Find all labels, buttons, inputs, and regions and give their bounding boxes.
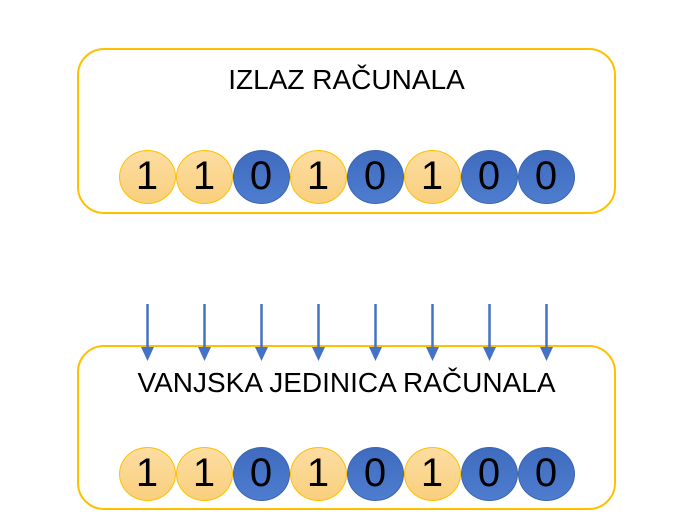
computer-output-title: IZLAZ RAČUNALA (228, 64, 465, 95)
bit-value: 0 (477, 154, 501, 198)
bit-value: 1 (135, 451, 159, 495)
external-unit-title: VANJSKA JEDINICA RAČUNALA (137, 367, 556, 398)
bit-circle: 1 (403, 150, 461, 204)
bit-circle: 1 (289, 447, 347, 501)
bit-circle: 1 (175, 447, 233, 501)
bit-circle: 0 (232, 447, 290, 501)
bit-value: 0 (534, 154, 558, 198)
bit-circle: 0 (460, 150, 518, 204)
bit-value: 1 (306, 451, 330, 495)
bit-circle: 0 (517, 150, 575, 204)
bit-value: 1 (420, 451, 444, 495)
bit-circle: 1 (403, 447, 461, 501)
bit-circle: 0 (232, 150, 290, 204)
bit-circle: 1 (175, 150, 233, 204)
bit-circle: 0 (346, 447, 404, 501)
bit-value: 1 (192, 154, 216, 198)
bit-value: 1 (306, 154, 330, 198)
bit-value: 1 (135, 154, 159, 198)
bit-value: 0 (249, 451, 273, 495)
bit-circle: 1 (118, 150, 176, 204)
bit-circle: 1 (289, 150, 347, 204)
bit-circle: 1 (118, 447, 176, 501)
bit-value: 1 (192, 451, 216, 495)
bit-value: 0 (477, 451, 501, 495)
bit-circle: 0 (460, 447, 518, 501)
bit-value: 0 (363, 451, 387, 495)
bit-circle: 0 (346, 150, 404, 204)
bit-value: 0 (534, 451, 558, 495)
bit-value: 1 (420, 154, 444, 198)
bit-circle: 0 (517, 447, 575, 501)
bit-value: 0 (363, 154, 387, 198)
bit-value: 0 (249, 154, 273, 198)
